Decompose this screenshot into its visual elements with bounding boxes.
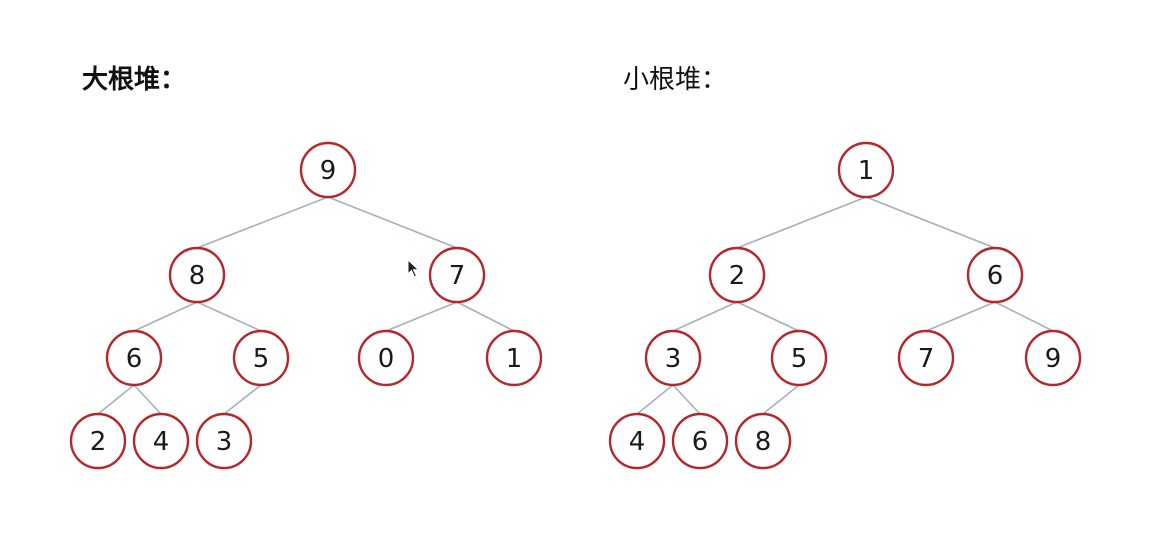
max-heap-node: 7 bbox=[428, 246, 486, 304]
min-heap-edge bbox=[672, 301, 738, 332]
node-value: 5 bbox=[253, 344, 270, 374]
node-circle bbox=[195, 412, 253, 470]
min-heap-edge bbox=[636, 384, 674, 415]
node-circle bbox=[132, 412, 190, 470]
min-heap-edge bbox=[865, 196, 996, 249]
node-value: 6 bbox=[987, 261, 1004, 291]
max-heap-node: 8 bbox=[168, 246, 226, 304]
min-heap-node: 2 bbox=[708, 246, 766, 304]
min-heap-edge bbox=[762, 384, 800, 415]
min-heap-node: 6 bbox=[671, 412, 729, 470]
node-value: 3 bbox=[665, 344, 682, 374]
min-heap-edge bbox=[736, 196, 867, 249]
max-heap-edge bbox=[133, 301, 198, 332]
node-value: 1 bbox=[858, 156, 875, 186]
node-circle bbox=[897, 329, 955, 387]
node-value: 8 bbox=[189, 261, 206, 291]
node-value: 6 bbox=[126, 344, 143, 374]
min-heap-node: 7 bbox=[897, 329, 955, 387]
max-heap-node: 3 bbox=[195, 412, 253, 470]
min-heap-node: 9 bbox=[1024, 329, 1082, 387]
node-circle bbox=[299, 141, 357, 199]
max-heap-node: 0 bbox=[357, 329, 415, 387]
min-heap-node: 8 bbox=[734, 412, 792, 470]
node-value: 7 bbox=[918, 344, 935, 374]
node-value: 8 bbox=[755, 427, 772, 457]
node-circle bbox=[232, 329, 290, 387]
node-value: 3 bbox=[216, 427, 233, 457]
min-heap-edge bbox=[672, 384, 701, 415]
max-heap-edge bbox=[456, 301, 515, 332]
max-heap-edge bbox=[97, 384, 135, 415]
min-heap-title: 小根堆： bbox=[623, 65, 728, 95]
node-circle bbox=[69, 412, 127, 470]
node-value: 2 bbox=[729, 261, 746, 291]
max-heap-edge bbox=[196, 196, 329, 249]
min-heap-edge bbox=[994, 301, 1054, 332]
node-value: 0 bbox=[378, 344, 395, 374]
node-circle bbox=[428, 246, 486, 304]
max-heap-node: 5 bbox=[232, 329, 290, 387]
node-value: 9 bbox=[320, 156, 337, 186]
node-value: 6 bbox=[692, 427, 709, 457]
node-circle bbox=[357, 329, 415, 387]
max-heap-tree: 9 8 7 6 5 0 1 2 4 3 bbox=[69, 141, 543, 470]
max-heap-node: 1 bbox=[485, 329, 543, 387]
node-circle bbox=[644, 329, 702, 387]
max-heap-node: 4 bbox=[132, 412, 190, 470]
node-circle bbox=[671, 412, 729, 470]
node-circle bbox=[485, 329, 543, 387]
max-heap-title: 大根堆： bbox=[82, 65, 187, 95]
node-value: 5 bbox=[791, 344, 808, 374]
node-circle bbox=[734, 412, 792, 470]
node-circle bbox=[105, 329, 163, 387]
min-heap-node: 6 bbox=[966, 246, 1024, 304]
node-circle bbox=[168, 246, 226, 304]
node-value: 2 bbox=[90, 427, 107, 457]
min-heap-node: 5 bbox=[770, 329, 828, 387]
max-heap-edge bbox=[196, 301, 262, 332]
node-circle bbox=[966, 246, 1024, 304]
max-heap-node: 9 bbox=[299, 141, 357, 199]
min-heap-node: 3 bbox=[644, 329, 702, 387]
node-circle bbox=[1024, 329, 1082, 387]
node-value: 4 bbox=[629, 427, 646, 457]
max-heap-node: 6 bbox=[105, 329, 163, 387]
min-heap-edge bbox=[925, 301, 996, 332]
node-value: 9 bbox=[1045, 344, 1062, 374]
max-heap-edge bbox=[223, 384, 262, 415]
node-circle bbox=[708, 246, 766, 304]
node-circle bbox=[770, 329, 828, 387]
max-heap-edge bbox=[327, 196, 458, 249]
node-circle bbox=[608, 412, 666, 470]
node-value: 4 bbox=[153, 427, 170, 457]
mouse-cursor-icon bbox=[407, 259, 420, 278]
node-value: 7 bbox=[449, 261, 466, 291]
node-circle bbox=[837, 141, 895, 199]
min-heap-edge bbox=[736, 301, 800, 332]
min-heap-node: 1 bbox=[837, 141, 895, 199]
min-heap-tree: 1 2 6 3 5 7 9 4 6 8 bbox=[608, 141, 1082, 470]
min-heap-node: 4 bbox=[608, 412, 666, 470]
max-heap-edge bbox=[385, 301, 458, 332]
node-value: 1 bbox=[506, 344, 523, 374]
max-heap-edge bbox=[133, 384, 162, 415]
max-heap-node: 2 bbox=[69, 412, 127, 470]
